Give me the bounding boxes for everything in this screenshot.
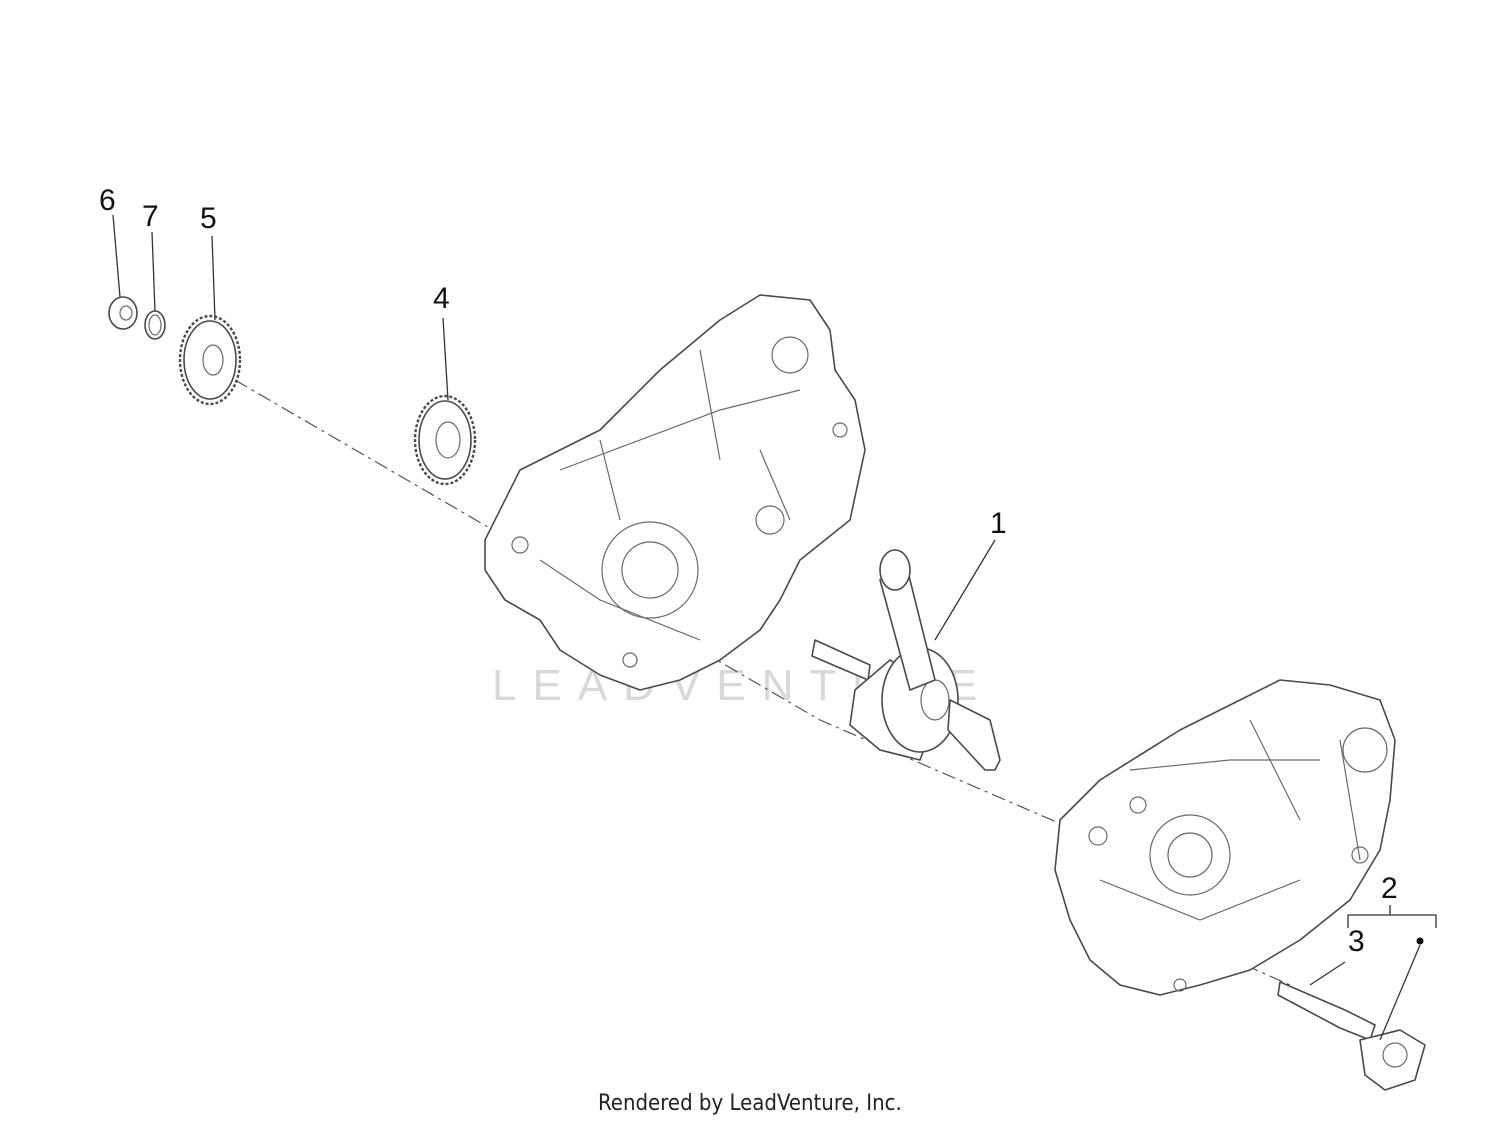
crankshaft — [811, 549, 1001, 771]
callout-7: 7 — [142, 200, 159, 233]
leader-5 — [211, 235, 216, 321]
callout-3: 3 — [1348, 925, 1365, 958]
gear-5 — [178, 314, 242, 406]
leader-7 — [151, 231, 156, 312]
balancer-shaft-3 — [1277, 981, 1426, 1091]
left-crankcase — [484, 294, 866, 691]
callout-4: 4 — [433, 282, 450, 315]
gear-4 — [413, 394, 477, 486]
leader-6 — [112, 214, 121, 298]
callout-5: 5 — [200, 202, 217, 235]
leader-3 — [1309, 961, 1346, 986]
callout-1: 1 — [990, 507, 1007, 540]
nut-6 — [108, 296, 138, 330]
callout-6: 6 — [99, 184, 116, 217]
washer-7 — [144, 310, 166, 340]
leader-4 — [442, 317, 449, 401]
leader-2-dot — [1379, 944, 1421, 1041]
callout-2: 2 — [1381, 872, 1398, 905]
bracket-2 — [1347, 905, 1437, 928]
bracket-dot — [1416, 937, 1424, 945]
footer-credit: Rendered by LeadVenture, Inc. — [598, 1091, 902, 1116]
leader-1 — [934, 539, 996, 641]
right-crankcase — [1054, 679, 1396, 996]
